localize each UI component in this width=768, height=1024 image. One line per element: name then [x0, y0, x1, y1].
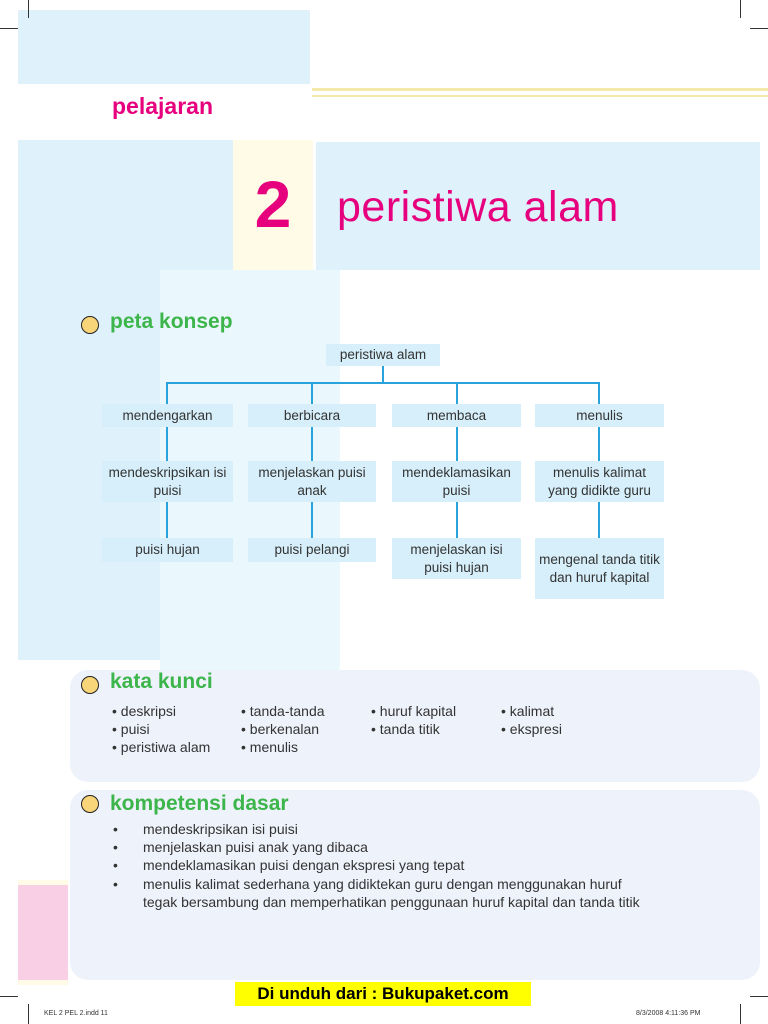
- connector-line: [598, 502, 600, 538]
- crop-mark: [750, 28, 768, 29]
- concept-skill: mendeskripsikan isi puisi: [102, 461, 233, 502]
- bottom-left-pink-block: [18, 885, 68, 980]
- chapter-title: peristiwa alam: [337, 183, 619, 231]
- header-rule: [312, 95, 768, 97]
- number-background: [233, 140, 313, 270]
- crop-mark: [28, 0, 29, 18]
- crop-mark: [740, 0, 741, 18]
- connector-line: [598, 382, 600, 404]
- header-rule: [312, 88, 768, 91]
- crop-mark: [28, 1004, 29, 1024]
- connector-line: [311, 427, 313, 461]
- competency-bullet: •: [113, 821, 118, 837]
- competencies-panel: [70, 790, 760, 980]
- file-slug: KEL 2 PEL 2.indd 11: [44, 1010, 108, 1017]
- competency-item: menjelaskan puisi anak yang dibaca: [143, 839, 368, 855]
- title-background: [316, 142, 760, 270]
- keyword-item: • kalimat: [501, 703, 555, 719]
- competency-item: menulis kalimat sederhana yang didikteka…: [143, 876, 640, 910]
- keywords-panel: [70, 670, 760, 782]
- concept-skill: mendeklamasikan puisi: [392, 461, 521, 502]
- competency-bullet: •: [113, 839, 118, 855]
- connector-line: [456, 502, 458, 538]
- download-banner: Di unduh dari : Bukupaket.com: [235, 982, 531, 1006]
- connector-line: [166, 382, 168, 404]
- concept-root: peristiwa alam: [326, 344, 440, 366]
- concept-map-title: peta konsep: [110, 310, 233, 333]
- connector-line: [598, 427, 600, 461]
- crop-mark: [0, 28, 18, 29]
- concept-material: puisi pelangi: [248, 538, 376, 562]
- concept-material: puisi hujan: [102, 538, 233, 562]
- keyword-item: • ekspresi: [501, 721, 562, 737]
- crop-mark: [750, 996, 768, 997]
- competency-bullet: •: [113, 857, 118, 873]
- keyword-item: • peristiwa alam: [112, 739, 211, 755]
- connector-line: [166, 502, 168, 538]
- concept-material: mengenal tanda titik dan huruf kapital: [535, 538, 664, 599]
- keyword-item: • tanda-tanda: [241, 703, 325, 719]
- keywords-title: kata kunci: [110, 670, 213, 693]
- bullet-icon: [81, 676, 99, 694]
- competency-item: mendeklamasikan puisi dengan ekspresi ya…: [143, 857, 465, 873]
- crop-mark: [740, 1004, 741, 1024]
- connector-line: [456, 382, 458, 404]
- connector-line: [311, 382, 313, 404]
- date-slug: 8/3/2008 4:11:36 PM: [636, 1010, 701, 1017]
- connector-line: [311, 502, 313, 538]
- competency-bullet: •: [113, 876, 118, 892]
- keyword-item: • tanda titik: [371, 721, 440, 737]
- keyword-item: • puisi: [112, 721, 150, 737]
- connector-line: [382, 366, 384, 383]
- keyword-item: • huruf kapital: [371, 703, 457, 719]
- connector-line: [166, 382, 600, 384]
- competency-item: mendeskripsikan isi puisi: [143, 821, 298, 837]
- chapter-number: 2: [254, 167, 292, 241]
- connector-line: [166, 427, 168, 461]
- concept-skill: menulis kalimat yang didikte guru: [535, 461, 664, 502]
- bullet-icon: [81, 795, 99, 813]
- keyword-item: • deskripsi: [112, 703, 177, 719]
- concept-skill: menjelaskan puisi anak: [248, 461, 376, 502]
- keyword-item: • berkenalan: [241, 721, 320, 737]
- concept-topic: menulis: [535, 404, 664, 427]
- concept-topic: membaca: [392, 404, 521, 427]
- concept-topic: berbicara: [248, 404, 376, 427]
- bullet-icon: [81, 316, 99, 334]
- header-background-block: [18, 10, 310, 84]
- crop-mark: [0, 996, 18, 997]
- concept-topic: mendengarkan: [102, 404, 233, 427]
- keyword-item: • menulis: [241, 739, 299, 755]
- lesson-label: pelajaran: [112, 93, 213, 119]
- connector-line: [456, 427, 458, 461]
- competencies-title: kompetensi dasar: [110, 792, 289, 815]
- concept-material: menjelaskan isi puisi hujan: [392, 538, 521, 579]
